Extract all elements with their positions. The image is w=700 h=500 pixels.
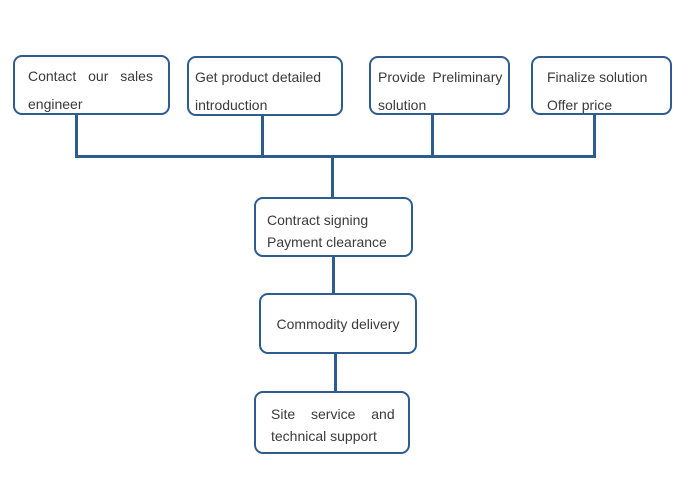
flow-node-commodity-delivery: Commodity delivery — [259, 293, 417, 354]
flow-node-provide-preliminary-solution: Provide Preliminary solution — [369, 56, 510, 115]
flow-node-product-detailed-introduction: Get product detailed introduction — [187, 56, 343, 116]
node-label-line: engineer — [28, 96, 83, 112]
node-label-line: Payment clearance — [267, 234, 387, 250]
connector-preliminary-drop — [431, 114, 434, 157]
flow-node-site-service-technical-support: Site service and technical support — [254, 391, 410, 454]
connector-product-intro-drop — [261, 115, 264, 157]
node-label-line: solution — [378, 97, 427, 113]
flow-node-contract-signing-payment-clearance: Contract signing Payment clearance — [254, 197, 413, 257]
connector-contract-to-delivery — [332, 256, 335, 294]
connector-finalize-drop — [593, 114, 596, 157]
node-label-line: Finalize solution — [547, 69, 648, 85]
node-label-line: Offer price — [547, 97, 613, 113]
node-label-line: Contract signing — [267, 212, 369, 228]
connector-contact-sales-drop — [75, 114, 78, 157]
node-label-line: introduction — [195, 97, 268, 113]
connector-bus-to-contract — [331, 155, 334, 197]
node-label-line: Get product detailed — [195, 69, 322, 85]
node-label-line: technical support — [271, 428, 377, 444]
connector-delivery-to-service — [334, 353, 337, 392]
node-label-line: Site service and — [271, 406, 395, 422]
node-label-line: Commodity delivery — [276, 315, 400, 332]
node-label-line: Contact our sales — [28, 68, 153, 84]
connector-bus — [75, 155, 596, 158]
node-label-line: Provide Preliminary — [378, 69, 503, 85]
flow-node-finalize-solution-offer-price: Finalize solution Offer price — [531, 56, 672, 115]
flow-node-contact-sales-engineer: Contact our sales engineer — [13, 55, 170, 115]
